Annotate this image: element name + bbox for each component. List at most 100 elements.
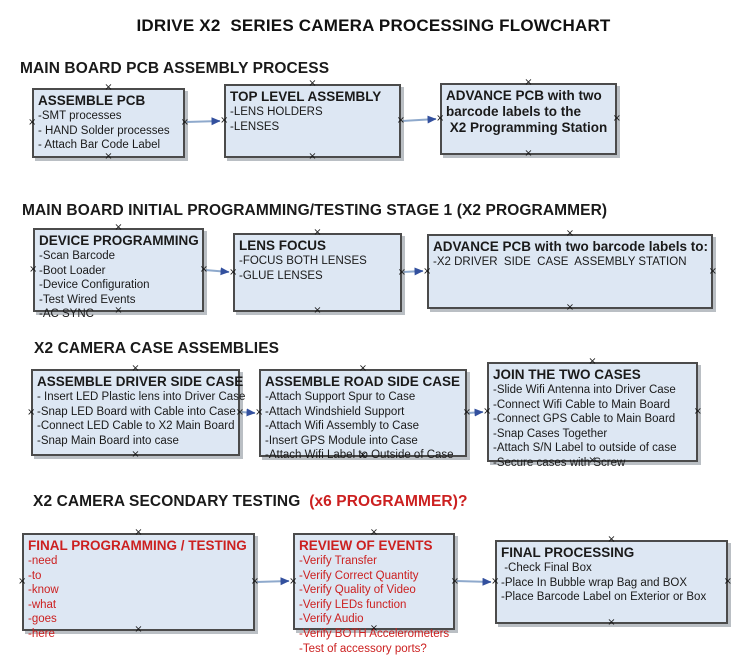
glue-point-right-icon: × xyxy=(396,115,405,126)
page-title: IDRIVE X2 SERIES CAMERA PROCESSING FLOWC… xyxy=(136,16,611,35)
flow-box-title: JOIN THE TWO CASES xyxy=(493,367,641,382)
glue-point-right-icon: × xyxy=(723,576,732,587)
flow-arrow xyxy=(255,577,290,586)
flow-arrow xyxy=(185,117,221,126)
flow-box-assemble-driver-side-case: ASSEMBLE DRIVER SIDE CASE - Insert LED Pl… xyxy=(27,364,246,460)
flow-box-title: FINAL PROGRAMMING / TESTING xyxy=(28,538,247,553)
flow-box-title: ASSEMBLE ROAD SIDE CASE xyxy=(265,374,461,389)
section-heading-text: X2 CAMERA CASE ASSEMBLIES xyxy=(34,340,280,357)
flow-box-item: -goes xyxy=(28,613,57,626)
flow-box-title: ADVANCE PCB with two barcode labels to: xyxy=(433,239,709,254)
glue-point-bottom-icon: × xyxy=(104,151,113,162)
glue-point-left-icon: × xyxy=(229,266,238,278)
flow-box-item: -Test Wired Events xyxy=(39,293,136,306)
flow-box-item: -Connect Wifi Cable to Main Board xyxy=(493,398,671,411)
flow-box-item: -Secure cases with Screw xyxy=(493,456,626,469)
flow-box-item: -FOCUS BOTH LENSES xyxy=(239,255,367,267)
section-heading-text: MAIN BOARD PCB ASSEMBLY PROCESS xyxy=(20,60,330,77)
flow-box-item: -LENS HOLDERS xyxy=(230,106,323,118)
flow-arrow xyxy=(455,577,492,586)
flow-box-title: ADVANCE PCB with two xyxy=(446,88,602,103)
flow-box-item: -Boot Loader xyxy=(39,264,106,277)
flow-box-item: -Snap Main Board into case xyxy=(37,434,179,447)
flow-box-item: -Place In Bubble wrap Bag and BOX xyxy=(501,576,688,589)
flow-box-item: -Snap Cases Together xyxy=(493,427,608,440)
flow-box-item: - Attach Bar Code Label xyxy=(38,139,161,152)
flow-box-final-processing: FINAL PROCESSING -Check Final Box-Place … xyxy=(491,535,732,628)
glue-point-top-icon: × xyxy=(369,527,379,538)
glue-point-left-icon: × xyxy=(220,115,229,126)
flow-box-join-the-two-cases: JOIN THE TWO CASES -Slide Wifi Antenna in… xyxy=(483,357,702,469)
glue-point-top-icon: × xyxy=(607,534,616,545)
flow-box-item: -what xyxy=(28,598,57,611)
glue-point-top-icon: × xyxy=(114,222,123,233)
glue-point-top-icon: × xyxy=(358,363,368,374)
glue-point-right-icon: × xyxy=(708,265,717,277)
flow-box-title: DEVICE PROGRAMMING xyxy=(39,233,199,248)
flow-box-item: -Test of accessory ports? xyxy=(299,642,427,655)
section-heading-main-board-pcb-assembly: MAIN BOARD PCB ASSEMBLY PROCESS xyxy=(20,60,329,78)
glue-point-bottom-icon: × xyxy=(308,151,317,162)
section-heading-camera-secondary-testing: X2 CAMERA SECONDARY TESTING (x6 PROGRAMM… xyxy=(33,493,468,511)
flow-box-item: -need xyxy=(28,555,58,567)
flow-box-item: -Device Configuration xyxy=(39,279,150,292)
glue-point-right-icon: × xyxy=(693,406,702,417)
glue-point-right-icon: × xyxy=(250,576,259,587)
flow-box-lens-focus: LENS FOCUS -FOCUS BOTH LENSES -GLUE LENSES… xyxy=(229,228,406,316)
glue-point-right-icon: × xyxy=(612,113,621,124)
flow-box-title: X2 Programming Station xyxy=(446,120,608,135)
glue-point-right-icon: × xyxy=(199,264,208,275)
glue-point-bottom-icon: × xyxy=(524,148,533,159)
glue-point-top-icon: × xyxy=(134,527,143,538)
glue-point-right-icon: × xyxy=(450,575,459,587)
section-heading-main-board-initial-programming: MAIN BOARD INITIAL PROGRAMMING/TESTING S… xyxy=(22,202,607,220)
flow-box-item: -Slide Wifi Antenna into Driver Case xyxy=(493,384,676,396)
glue-point-right-icon: × xyxy=(462,407,471,418)
glue-point-left-icon: × xyxy=(483,406,492,417)
glue-point-left-icon: × xyxy=(255,407,264,418)
section-heading-text: MAIN BOARD INITIAL PROGRAMMING/TESTING S… xyxy=(22,202,608,219)
flow-box-title: REVIEW OF EVENTS xyxy=(299,538,433,553)
glue-point-top-icon: × xyxy=(565,228,575,239)
flow-box-item: -AC SYNC xyxy=(39,308,94,321)
flow-box-title: LENS FOCUS xyxy=(239,238,327,253)
flow-box-assemble-road-side-case: ASSEMBLE ROAD SIDE CASE-Attach Support S… xyxy=(255,364,471,462)
flow-box-item: -know xyxy=(28,584,59,597)
glue-point-left-icon: × xyxy=(18,576,27,587)
flow-arrow xyxy=(401,115,437,124)
glue-point-left-icon: × xyxy=(29,264,38,275)
glue-point-top-icon: × xyxy=(313,227,322,238)
flow-box-item: -X2 DRIVER SIDE CASE ASSEMBLY STATION xyxy=(433,256,687,268)
section-heading-camera-case-assemblies: X2 CAMERA CASE ASSEMBLIES xyxy=(34,340,279,358)
glue-point-left-icon: × xyxy=(27,406,36,418)
glue-point-bottom-icon: × xyxy=(131,449,140,460)
flow-box-top-level-assembly: TOP LEVEL ASSEMBLY-LENS HOLDERS-LENSES××… xyxy=(220,79,405,162)
flow-box-advance-pcb-to-driver-side-station: ADVANCE PCB with two barcode labels to: -… xyxy=(423,229,717,313)
glue-point-right-icon: × xyxy=(235,406,244,418)
glue-point-left-icon: × xyxy=(28,117,37,128)
flow-box-title: TOP LEVEL ASSEMBLY xyxy=(230,89,382,104)
flow-box-item: -Attach Wifi Assembly to Case xyxy=(265,420,420,433)
flow-box-item: -Place Barcode Label on Exterior or Box xyxy=(501,591,707,604)
glue-point-left-icon: × xyxy=(423,265,432,277)
glue-point-top-icon: × xyxy=(104,82,113,93)
glue-point-bottom-icon: × xyxy=(313,305,322,316)
flow-box-item: -GLUE LENSES xyxy=(239,269,323,282)
glue-point-left-icon: × xyxy=(436,113,445,124)
flow-box-item: -Attach Wifi Label to Outside of Case xyxy=(265,449,454,462)
flow-arrow xyxy=(467,408,484,417)
flow-box-title: ASSEMBLE DRIVER SIDE CASE xyxy=(37,374,244,389)
flow-box-item: -Connect GPS Cable to Main Board xyxy=(493,413,676,426)
flow-box-device-programming: DEVICE PROGRAMMING-Scan Barcode-Boot Loa… xyxy=(29,223,208,321)
flow-box-item: -SMT processes xyxy=(38,110,122,122)
glue-point-right-icon: × xyxy=(180,117,189,128)
section-heading-text: (x6 PROGRAMMER)? xyxy=(309,493,468,510)
flow-box-item: - HAND Solder processes xyxy=(38,124,170,137)
flow-box-item: -Verify BOTH Accelerometers xyxy=(299,627,450,640)
flow-box-item: - Insert LED Plastic lens into Driver Ca… xyxy=(37,391,246,403)
flow-box-item: -here xyxy=(28,627,55,640)
flow-box-item: -LENSES xyxy=(230,120,280,133)
flow-box-assemble-pcb: ASSEMBLE PCB-SMT processes- HAND Solder … xyxy=(28,83,189,162)
glue-point-bottom-icon: × xyxy=(565,302,575,313)
